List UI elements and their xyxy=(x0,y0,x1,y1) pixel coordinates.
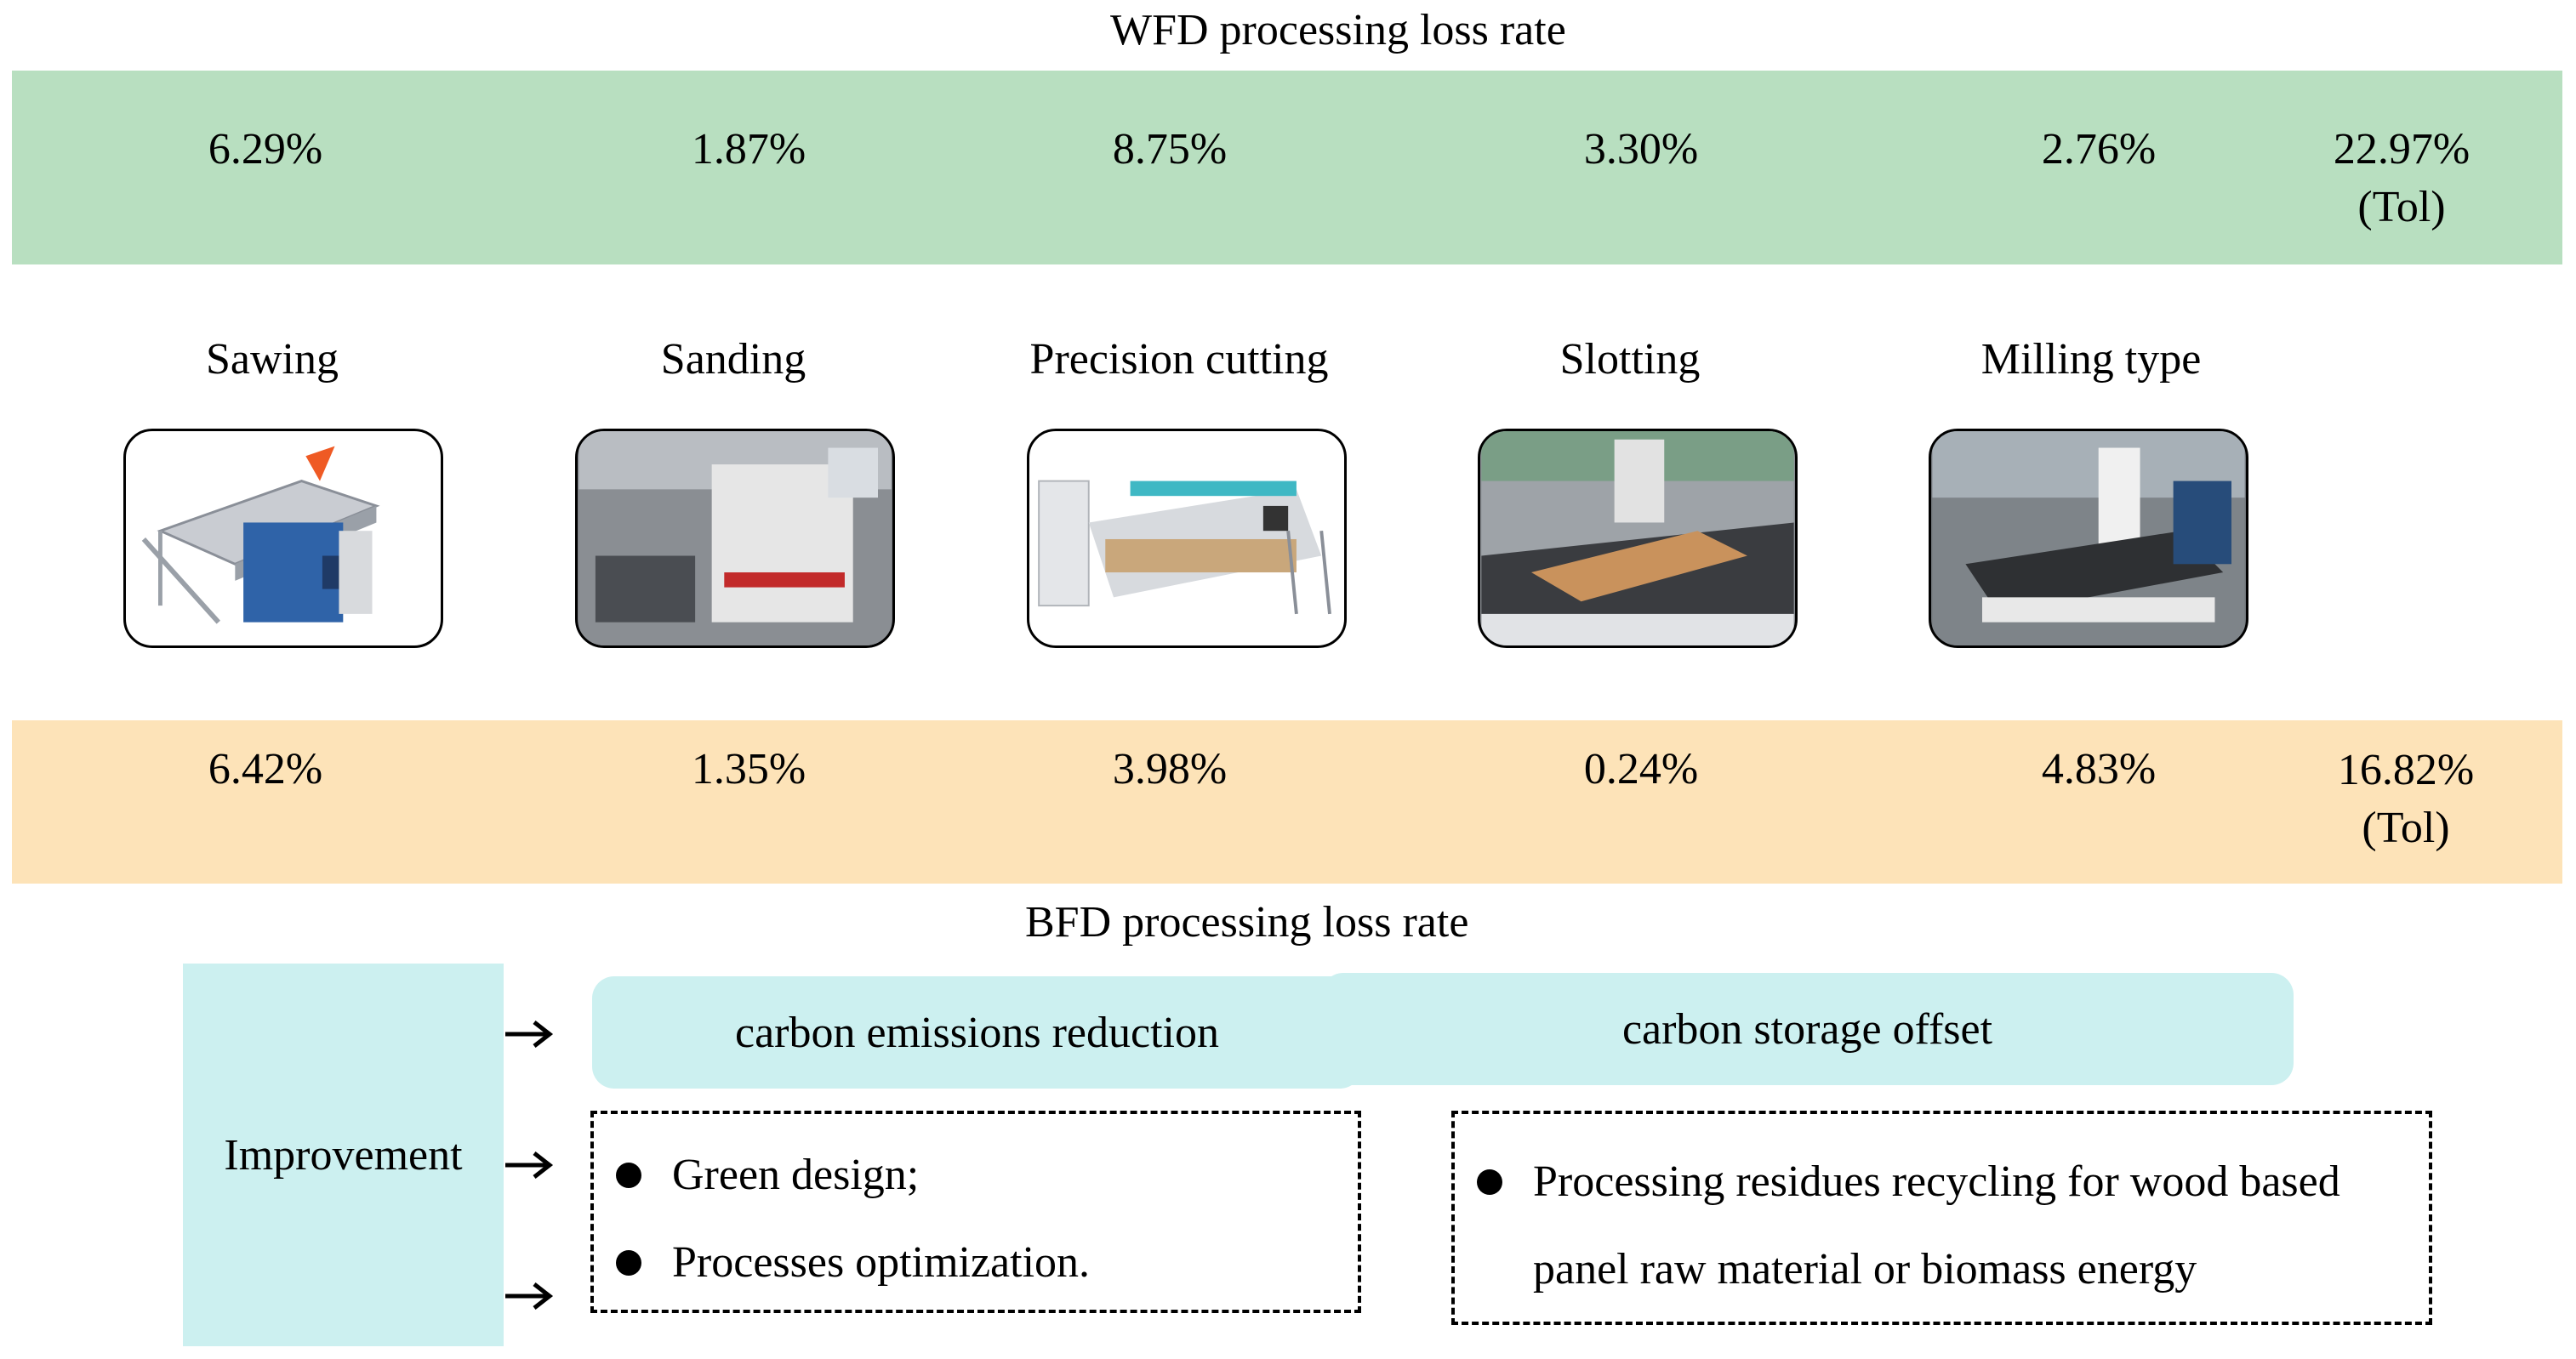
bfd-value-sawing: 6.42% xyxy=(208,745,323,793)
reduction-item: Processes optimization. xyxy=(616,1237,1090,1288)
wide-belt-sander-machine-image xyxy=(575,429,895,648)
bfd-value-sanding: 1.35% xyxy=(691,745,806,793)
arrow-right-icon xyxy=(505,1282,554,1310)
offset-item-text: panel raw material or biomass energy xyxy=(1533,1245,2197,1294)
carbon-storage-offset-pill: carbon storage offset xyxy=(1321,973,2294,1085)
wfd-value-milling: 2.76% xyxy=(2041,125,2157,173)
improvement-label: Improvement xyxy=(224,1130,463,1180)
bullet-icon xyxy=(616,1162,641,1188)
cnc-milling-machine-image xyxy=(1929,429,2248,648)
process-label-sanding: Sanding xyxy=(660,335,806,384)
wfd-total: 22.97% (Tol) xyxy=(2334,121,2470,236)
bfd-value-precision-cutting: 3.98% xyxy=(1112,745,1228,793)
process-label-slotting: Slotting xyxy=(1559,335,1701,384)
bullet-icon xyxy=(616,1249,641,1276)
bfd-total-value: 16.82% xyxy=(2337,746,2475,794)
offset-measures-box xyxy=(1451,1111,2432,1325)
wfd-total-value: 22.97% xyxy=(2333,125,2471,173)
wfd-value-sawing: 6.29% xyxy=(208,125,323,173)
process-label-sawing: Sawing xyxy=(206,335,339,384)
offset-item: Processing residues recycling for wood b… xyxy=(1477,1157,2340,1207)
wfd-total-suffix: (Tol) xyxy=(2357,183,2446,231)
bfd-total: 16.82% (Tol) xyxy=(2338,742,2474,857)
carbon-emissions-reduction-pill: carbon emissions reduction xyxy=(592,976,1362,1089)
offset-item-text: Processing residues recycling for wood b… xyxy=(1533,1157,2340,1206)
arrow-right-icon xyxy=(505,1021,554,1048)
bfd-value-slotting: 0.24% xyxy=(1583,745,1699,793)
wfd-value-slotting: 3.30% xyxy=(1583,125,1699,173)
carbon-emissions-reduction-label: carbon emissions reduction xyxy=(735,1008,1219,1057)
bfd-value-milling: 4.83% xyxy=(2041,745,2157,793)
carbon-storage-offset-label: carbon storage offset xyxy=(1621,1004,1993,1054)
bullet-icon xyxy=(1477,1169,1502,1195)
bfd-total-suffix: (Tol) xyxy=(2362,804,2450,852)
offset-item-continuation: panel raw material or biomass energy xyxy=(1533,1244,2197,1294)
cnc-router-slotting-machine-image xyxy=(1478,429,1798,648)
reduction-item-text: Processes optimization. xyxy=(672,1238,1091,1287)
panel-saw-machine-image xyxy=(123,429,443,648)
wfd-value-precision-cutting: 8.75% xyxy=(1112,125,1228,173)
arrow-right-icon xyxy=(505,1151,554,1179)
double-end-tenoner-machine-image xyxy=(1027,429,1347,648)
reduction-item-text: Green design; xyxy=(672,1151,920,1199)
wfd-value-sanding: 1.87% xyxy=(691,125,806,173)
process-label-precision-cutting: Precision cutting xyxy=(1029,335,1329,384)
reduction-item: Green design; xyxy=(616,1150,919,1200)
process-label-milling: Milling type xyxy=(1980,335,2202,384)
bfd-loss-band xyxy=(12,720,2562,884)
wfd-title: WFD processing loss rate xyxy=(1110,6,1566,54)
bfd-title: BFD processing loss rate xyxy=(1025,898,1469,947)
reduction-measures-box xyxy=(590,1111,1361,1313)
wfd-loss-band xyxy=(12,71,2562,264)
improvement-box: Improvement xyxy=(183,964,504,1346)
